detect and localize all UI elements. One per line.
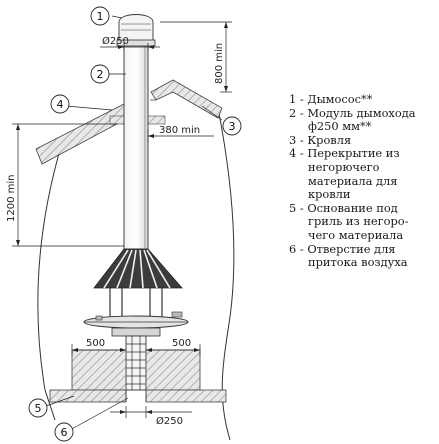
dim-height-above-roof: 800 min <box>214 43 225 84</box>
legend-item-text: ф250 мм** <box>308 119 372 134</box>
legend-item-text: негорючего <box>308 159 380 174</box>
floor-slab-right <box>145 389 227 403</box>
legend-item-text: чего материала <box>308 227 404 242</box>
dim-side-right: 500 <box>172 338 191 349</box>
legend-item-text: 4 - Перекрытие из <box>289 146 400 161</box>
legend-item-text: 3 - Кровля <box>289 132 352 147</box>
callout-5: 5 <box>28 398 48 418</box>
building-wall-left <box>37 149 61 421</box>
legend-item: 3 - Кровля <box>289 132 437 148</box>
legend-item: 1 - Дымосос** <box>289 92 437 107</box>
legend-item-text: 2 - Модуль дымохода <box>289 105 416 120</box>
legend-item-text: притока воздуха <box>308 255 408 270</box>
dim-side-left: 500 <box>86 338 105 349</box>
dim-clearance-roof: 380 min <box>159 125 200 136</box>
svg-text:3: 3 <box>229 120 236 133</box>
smoke-exhauster-collar <box>116 39 156 47</box>
legend-item-text: 6 - Отверстие для <box>289 241 396 256</box>
svg-text:1: 1 <box>97 10 104 23</box>
legend-item-text: 5 - Основание под <box>289 200 398 215</box>
legend-item-text: гриль из негоро- <box>308 214 409 229</box>
grill-plate <box>83 311 189 329</box>
smoke-exhauster <box>118 14 154 45</box>
grill-pedestal <box>111 327 161 391</box>
callout-2: 2 <box>90 64 110 84</box>
legend-item-text: материала для <box>308 173 398 188</box>
svg-text:4: 4 <box>57 98 64 111</box>
dim-height-above-grill: 1200 min <box>6 175 17 223</box>
grill-legs <box>109 288 163 318</box>
grill-base-right <box>145 349 201 391</box>
callout-6: 6 <box>54 422 74 442</box>
roof-slab-left <box>35 103 129 165</box>
svg-text:6: 6 <box>61 426 68 439</box>
dim-top-diameter: Ø250 <box>102 35 129 47</box>
dim-bottom-diameter: Ø250 <box>156 415 183 427</box>
svg-text:2: 2 <box>97 68 104 81</box>
grill-base-left <box>71 349 127 391</box>
grill-hood <box>93 248 183 289</box>
legend-item-text: 1 - Дымосос** <box>289 92 373 106</box>
svg-text:5: 5 <box>35 402 42 415</box>
callout-1: 1 <box>90 6 110 26</box>
callout-4: 4 <box>50 94 70 114</box>
callout-3: 3 <box>222 116 242 136</box>
legend-item-text: кровли <box>308 187 351 202</box>
